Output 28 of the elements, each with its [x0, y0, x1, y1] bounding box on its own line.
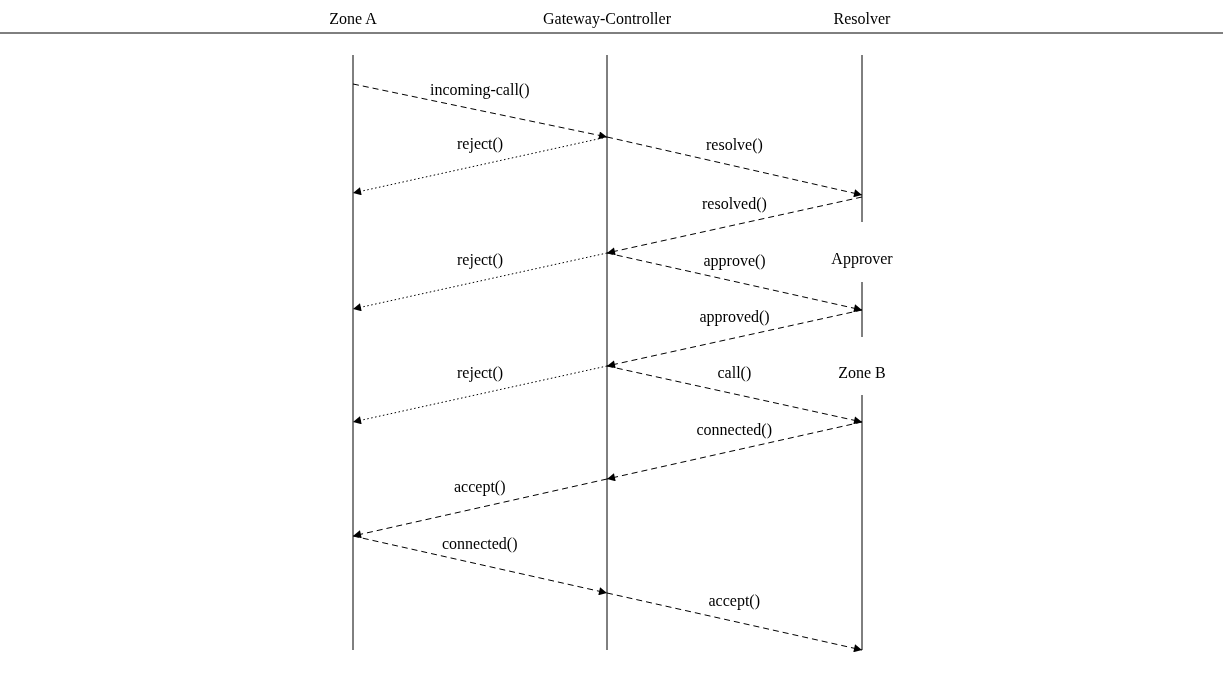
- message-arrow: [352, 535, 608, 596]
- message-label: connected(): [694, 420, 774, 439]
- participant-name: Resolver: [832, 10, 892, 28]
- message-arrow: [606, 136, 863, 198]
- participant-name: Zone A: [328, 10, 378, 28]
- message-arrow: [606, 196, 863, 256]
- message-label: approved(): [697, 308, 772, 326]
- participant-name: Zone B: [837, 364, 887, 382]
- message-label: approve(): [701, 251, 768, 270]
- message-label: resolved(): [700, 195, 769, 213]
- message-label: connected(): [440, 534, 520, 553]
- message-label: reject(): [455, 135, 506, 153]
- message-arrow: [606, 421, 863, 482]
- message-label: resolve(): [704, 136, 765, 154]
- message-label: reject(): [455, 251, 506, 269]
- message-arrow: [606, 365, 863, 425]
- message-arrow: [352, 83, 608, 140]
- message-arrow: [606, 592, 863, 653]
- participant-name: Approver: [830, 250, 894, 268]
- message-arrow: [606, 309, 863, 369]
- message-label: incoming-call(): [428, 80, 532, 99]
- message-label: accept(): [706, 591, 762, 610]
- message-label: accept(): [452, 477, 508, 496]
- message-label: reject(): [455, 364, 506, 382]
- message-arrow: [606, 252, 863, 313]
- message-arrow: [352, 478, 608, 539]
- participant-name: Gateway-Controller: [542, 10, 672, 28]
- message-label: call(): [715, 364, 754, 382]
